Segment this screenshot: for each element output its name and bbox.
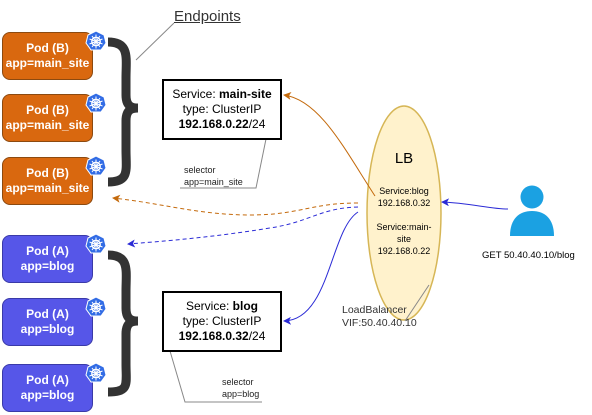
service-main-site: Service: main-site type: ClusterIP 192.1…: [162, 79, 282, 140]
brace-main-site: [107, 37, 139, 187]
kubernetes-icon: [85, 362, 107, 383]
pod-a-3-label: app=blog: [20, 388, 75, 402]
service-blog: Service: blog type: ClusterIP 192.168.0.…: [162, 291, 282, 352]
lb-entry-main-site-name: site: [396, 234, 411, 244]
pod-a-2-label: app=blog: [20, 322, 75, 336]
arrow-lb-to-main-site: [283, 92, 376, 197]
selector-blog-value: app=blog: [222, 389, 260, 399]
user-icon: [510, 185, 554, 236]
kubernetes-icon: [85, 296, 107, 317]
selector-blog-pointer: [169, 350, 262, 403]
arrow-lb-to-blog: [283, 211, 359, 325]
pod-a-1: Pod (A) app=blog: [2, 235, 93, 283]
arrow-lb-to-pod-a: [127, 206, 359, 248]
pod-b-3-name: Pod (B): [26, 166, 69, 180]
pod-b-3-label: app=main_site: [5, 181, 90, 195]
pod-b-2: Pod (B) app=main_site: [2, 94, 93, 142]
request-label: GET 50.40.40.10/blog: [482, 250, 575, 261]
arrow-lb-to-pod-b: [112, 194, 359, 216]
lb-entry-blog-ip: 192.168.0.32: [377, 198, 431, 208]
selector-main-site: selector app=main_site: [184, 164, 243, 188]
pod-b-3: Pod (B) app=main_site: [2, 157, 93, 205]
lb-entry-main-site-service: Service:main-: [376, 222, 432, 232]
lb-caption-pointer: [404, 284, 430, 322]
pod-b-2-label: app=main_site: [5, 118, 90, 132]
lb-entry-main-site: Service:main- site 192.168.0.22: [371, 221, 437, 257]
lb-title: LB: [394, 150, 414, 167]
endpoints-title: Endpoints: [174, 8, 241, 25]
endpoints-pointer: [135, 22, 175, 61]
pod-a-1-label: app=blog: [20, 259, 75, 273]
pod-b-1-name: Pod (B): [26, 41, 69, 55]
service-blog-type: type: ClusterIP: [182, 314, 262, 328]
pod-b-1: Pod (B) app=main_site: [2, 32, 93, 80]
pod-b-2-name: Pod (B): [26, 103, 69, 117]
pod-a-3: Pod (A) app=blog: [2, 364, 93, 412]
service-main-site-type: type: ClusterIP: [182, 102, 262, 116]
kubernetes-icon: [85, 92, 107, 113]
service-main-site-prefix: Service:: [172, 87, 219, 101]
selector-main-pointer: [255, 138, 267, 189]
service-blog-prefix: Service:: [185, 299, 233, 313]
service-blog-name: blog: [232, 299, 258, 313]
pod-a-1-name: Pod (A): [26, 244, 69, 258]
service-blog-ip: 192.168.0.32: [178, 329, 249, 343]
service-blog-mask: /24: [248, 329, 266, 343]
selector-main-site-title: selector: [184, 165, 216, 175]
lb-caption: LoadBalancer VIF:50.40.40.10: [342, 304, 417, 330]
lb-entry-main-site-ip: 192.168.0.22: [377, 246, 431, 256]
lb-entry-blog-service: Service:blog: [379, 186, 429, 196]
kubernetes-icon: [85, 233, 107, 254]
selector-blog: selector app=blog: [222, 376, 259, 400]
service-main-site-name: main-site: [219, 87, 272, 101]
service-main-site-mask: /24: [248, 117, 266, 131]
lb-caption-vif: VIF:50.40.40.10: [342, 317, 417, 329]
pod-a-3-name: Pod (A): [26, 373, 69, 387]
pod-a-2: Pod (A) app=blog: [2, 298, 93, 346]
lb-entry-blog: Service:blog 192.168.0.32: [371, 185, 437, 209]
selector-main-site-value: app=main_site: [184, 177, 243, 187]
service-main-site-ip: 192.168.0.22: [178, 117, 249, 131]
arrow-user-to-lb: [441, 198, 509, 210]
pod-a-2-name: Pod (A): [26, 307, 69, 321]
kubernetes-icon: [85, 155, 107, 176]
selector-blog-title: selector: [222, 377, 254, 387]
lb-ellipse: [366, 105, 442, 321]
lb-caption-type: LoadBalancer: [342, 304, 407, 316]
kubernetes-icon: [85, 30, 107, 51]
brace-blog: [107, 250, 139, 397]
pod-b-1-label: app=main_site: [5, 56, 90, 70]
